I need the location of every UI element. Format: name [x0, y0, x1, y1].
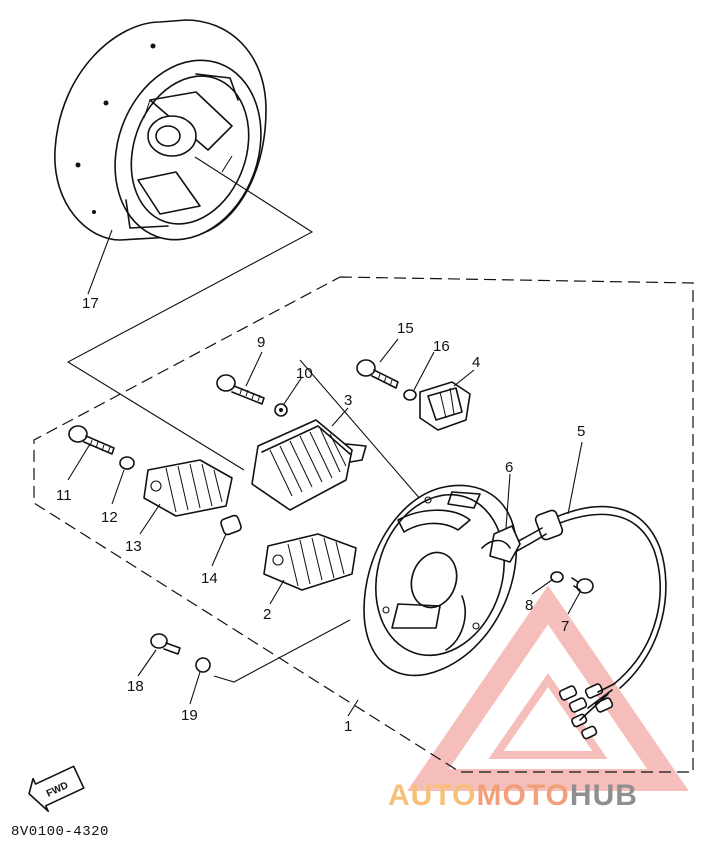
part-label-9: 9 — [257, 334, 265, 351]
part-label-4: 4 — [472, 354, 480, 371]
flywheel-guide-lines — [66, 156, 314, 471]
part-label-13: 13 — [125, 538, 142, 555]
screw-9 — [216, 374, 265, 405]
part-label-8: 8 — [525, 597, 533, 614]
source-coil-lower — [263, 533, 357, 591]
screw-11 — [68, 425, 115, 455]
part-label-5: 5 — [577, 423, 585, 440]
part-label-15: 15 — [397, 320, 414, 337]
part-label-7: 7 — [561, 618, 569, 635]
lead-wire-harness — [505, 505, 667, 740]
washer-19 — [195, 657, 211, 673]
collar — [220, 514, 242, 536]
pickup-coil — [419, 381, 471, 431]
washer-12 — [119, 456, 135, 470]
part-label-1: 1 — [344, 718, 352, 735]
screw-15 — [356, 359, 399, 389]
part-label-17: 17 — [82, 295, 99, 312]
watermark-text: AUTOMOTOHUB — [388, 779, 638, 813]
forward-arrow-badge: FWD — [28, 765, 85, 813]
part-label-10: 10 — [296, 365, 313, 382]
part-label-14: 14 — [201, 570, 218, 587]
screw-18 — [150, 633, 181, 655]
wire-connectors — [558, 683, 615, 740]
part-label-3: 3 — [344, 392, 352, 409]
part-label-11: 11 — [56, 487, 72, 504]
screw-7 — [571, 577, 594, 594]
washer-8 — [550, 571, 564, 583]
part-label-6: 6 — [505, 459, 513, 476]
watermark-moto: MOTO — [476, 779, 570, 812]
assembly-dashed-outline — [33, 276, 694, 773]
washer-10 — [274, 403, 288, 417]
part-number-labels: 17 9 10 15 16 4 3 5 6 11 12 13 14 2 8 7 … — [56, 295, 585, 735]
part-label-2: 2 — [263, 606, 271, 623]
part-label-19: 19 — [181, 707, 198, 724]
flywheel-rotor — [54, 19, 267, 241]
leader-lines — [67, 229, 583, 717]
wire-clamp — [481, 525, 521, 563]
part-label-18: 18 — [127, 678, 144, 695]
charge-coil — [251, 419, 367, 511]
diagram-reference-code: 8V0100-4320 — [11, 824, 109, 840]
stator-base-plate — [363, 484, 518, 677]
part-label-16: 16 — [433, 338, 450, 355]
watermark-auto: AUTO — [388, 779, 477, 812]
watermark-hub: HUB — [569, 779, 638, 812]
part-label-12: 12 — [101, 509, 118, 526]
source-coil-upper — [143, 459, 233, 517]
washer-16 — [403, 389, 417, 401]
